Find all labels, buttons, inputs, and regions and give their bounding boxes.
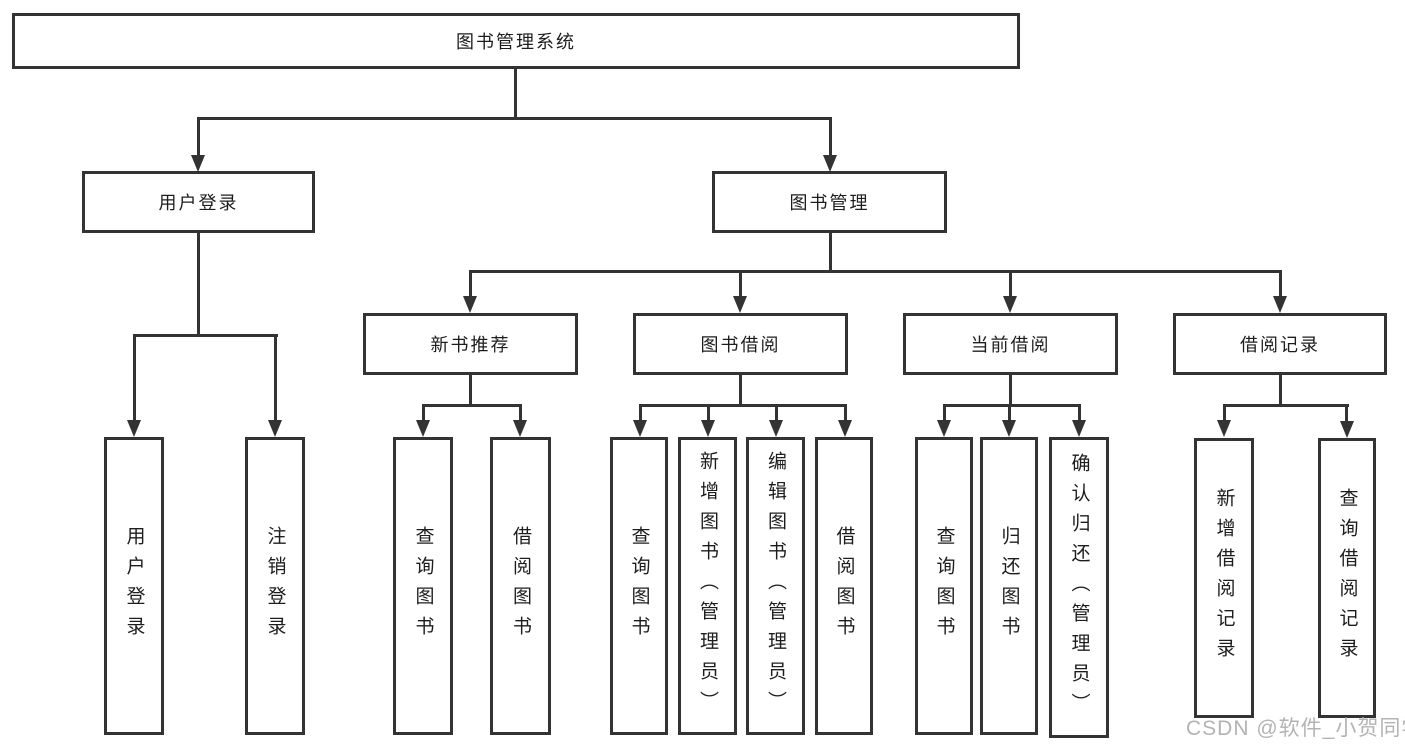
node-book-management: 图书管理: [712, 171, 947, 233]
arrow-down-icon: [1003, 296, 1017, 313]
arrow-down-icon: [1002, 420, 1016, 437]
arrow-down-icon: [1072, 420, 1086, 437]
leaf-query-books-current: 查询图书: [915, 437, 973, 735]
leaf-query-books-borrow: 查询图书: [610, 437, 668, 735]
leaf-return-books: 归还图书: [980, 437, 1038, 735]
arrow-down-icon: [633, 420, 647, 437]
connector-root-horizontal: [197, 117, 832, 120]
leaf-edit-books-admin: 编辑图书（管理员）: [746, 437, 805, 735]
arrow-down-icon: [733, 296, 747, 313]
connector-book-borrow-horizontal: [639, 404, 847, 407]
connector-stem-leaf: [519, 404, 522, 422]
leaf-borrow-books-newrec: 借阅图书: [490, 437, 551, 735]
connector-book-borrow-vertical: [739, 375, 742, 407]
connector-borrow-record-horizontal: [1223, 404, 1349, 407]
node-user-login: 用户登录: [82, 171, 315, 233]
connector-stem-leaf-user-login: [133, 334, 136, 422]
connector-stem-leaf: [1345, 404, 1348, 422]
connector-stem-leaf: [1078, 404, 1081, 422]
connector-book-mgmt-horizontal: [469, 270, 1282, 273]
connector-stem-leaf: [844, 404, 847, 422]
arrow-down-icon: [191, 155, 205, 172]
arrow-down-icon: [823, 155, 837, 172]
arrow-down-icon: [416, 420, 430, 437]
arrow-down-icon: [701, 420, 715, 437]
connector-stem-leaf: [707, 404, 710, 422]
leaf-add-books-admin: 新增图书（管理员）: [678, 437, 737, 735]
csdn-watermark: CSDN @软件_小贺同学: [1186, 717, 1405, 740]
connector-stem-leaf: [775, 404, 778, 422]
connector-borrow-record-vertical: [1279, 375, 1282, 407]
connector-new-book-rec-vertical: [469, 375, 472, 407]
connector-stem-book-mgmt: [829, 117, 832, 156]
connector-new-book-rec-horizontal: [422, 404, 522, 407]
arrow-down-icon: [1340, 421, 1354, 438]
leaf-add-borrow-record: 新增借阅记录: [1194, 438, 1254, 718]
arrow-down-icon: [769, 420, 783, 437]
connector-stem-leaf-logout: [274, 334, 277, 422]
connector-stem-leaf: [1223, 404, 1226, 422]
connector-stem-leaf: [1008, 404, 1011, 422]
connector-root-vertical: [514, 68, 517, 118]
connector-book-mgmt-vertical: [829, 233, 832, 273]
connector-stem-leaf: [943, 404, 946, 422]
arrow-down-icon: [127, 420, 141, 437]
leaf-borrow-books-borrow: 借阅图书: [815, 437, 873, 735]
connector-stem-book-borrow: [739, 270, 742, 298]
node-root-library-management-system: 图书管理系统: [12, 13, 1020, 69]
leaf-query-borrow-record: 查询借阅记录: [1318, 438, 1376, 718]
leaf-confirm-return-admin: 确认归还（管理员）: [1049, 437, 1109, 738]
node-book-borrowing: 图书借阅: [633, 313, 848, 375]
connector-current-borrow-horizontal: [943, 404, 1081, 407]
connector-current-borrow-vertical: [1009, 375, 1012, 407]
connector-stem-user-login: [197, 117, 200, 156]
connector-stem-leaf: [639, 404, 642, 422]
arrow-down-icon: [838, 420, 852, 437]
leaf-logout: 注销登录: [245, 437, 305, 735]
node-current-borrowing: 当前借阅: [903, 313, 1118, 375]
connector-user-login-horizontal: [133, 334, 278, 337]
connector-stem-leaf: [422, 404, 425, 422]
arrow-down-icon: [463, 296, 477, 313]
node-borrowing-records: 借阅记录: [1173, 313, 1387, 375]
arrow-down-icon: [937, 420, 951, 437]
leaf-query-books-newrec: 查询图书: [393, 437, 453, 735]
connector-user-login-vertical: [197, 233, 200, 336]
node-new-book-recommendation: 新书推荐: [363, 313, 578, 375]
connector-stem-current-borrow: [1009, 270, 1012, 298]
leaf-user-login: 用户登录: [104, 437, 164, 735]
connector-stem-borrow-record: [1279, 270, 1282, 298]
arrow-down-icon: [1273, 296, 1287, 313]
arrow-down-icon: [513, 420, 527, 437]
arrow-down-icon: [268, 420, 282, 437]
arrow-down-icon: [1217, 420, 1231, 437]
connector-stem-new-book-rec: [469, 270, 472, 298]
